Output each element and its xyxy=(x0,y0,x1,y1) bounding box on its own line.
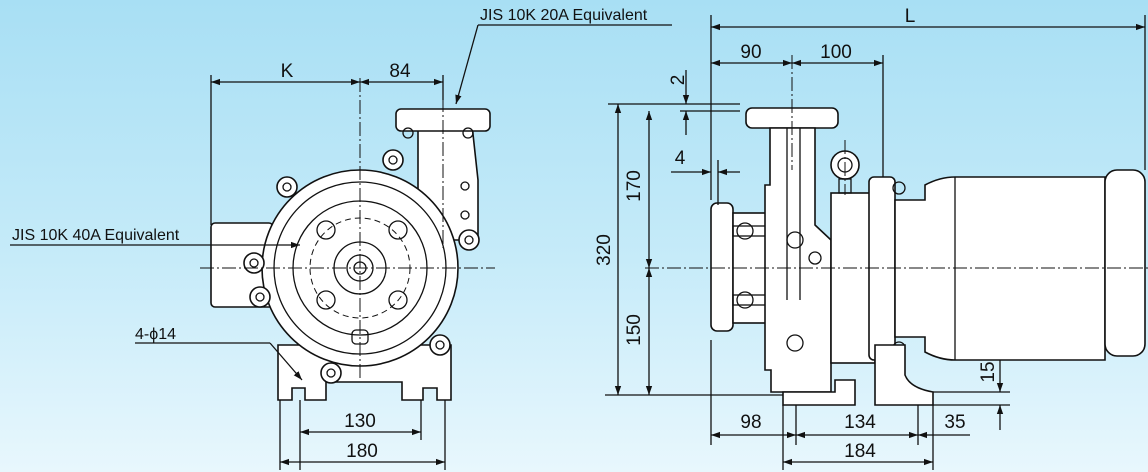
dim-35: 35 xyxy=(944,412,965,433)
side-view xyxy=(645,55,1148,406)
dim-4: 4 xyxy=(675,148,686,169)
dim-100: 100 xyxy=(820,42,852,63)
dim-150: 150 xyxy=(624,314,645,346)
side-inlet-flange xyxy=(710,202,734,332)
label-inlet-flange: JIS 10K 40A Equivalent xyxy=(12,227,180,244)
dim-2: 2 xyxy=(668,75,689,86)
front-dimensions: K 84 130 180 xyxy=(210,61,446,470)
side-bracket xyxy=(830,192,876,364)
motor-fan-cover xyxy=(1104,169,1146,357)
dim-84: 84 xyxy=(389,61,411,82)
dim-90: 90 xyxy=(740,42,761,63)
dim-170: 170 xyxy=(624,170,645,202)
front-view xyxy=(200,78,495,401)
dim-l: L xyxy=(905,6,916,27)
dim-15: 15 xyxy=(978,361,999,382)
side-dimensions: L 90 100 2 4 320 170 150 98 134 35 1 xyxy=(594,6,1146,470)
label-outlet-flange: JIS 10K 20A Equivalent xyxy=(480,7,648,24)
side-volute xyxy=(764,127,832,393)
dim-320: 320 xyxy=(594,234,615,266)
dim-k: K xyxy=(281,61,294,82)
label-foot-holes: 4-ϕ14 xyxy=(135,326,176,343)
side-foot-right xyxy=(874,344,934,406)
dim-184: 184 xyxy=(844,441,876,462)
dim-98: 98 xyxy=(740,412,761,433)
dim-134: 134 xyxy=(844,412,876,433)
dim-130: 130 xyxy=(344,411,376,432)
callouts: JIS 10K 20A Equivalent JIS 10K 40A Equiv… xyxy=(10,7,672,381)
dim-180: 180 xyxy=(346,441,378,462)
